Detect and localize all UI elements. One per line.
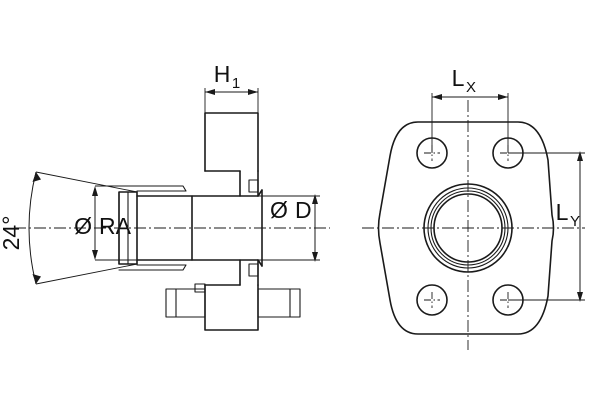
ly-arrow-bottom	[577, 292, 583, 302]
diameter-d-symbol: Ø	[270, 197, 288, 223]
length-ly-dimension: L Y	[508, 151, 585, 302]
seal-bore-circle-outer	[423, 183, 513, 273]
height-h1-subscript: 1	[232, 75, 240, 92]
bolt-left-collar	[194, 283, 206, 293]
height-h1-label: H	[214, 61, 231, 87]
flange-upper-block	[204, 112, 259, 172]
side-section-view: 24° Ø RA	[0, 61, 330, 331]
shaft-body	[136, 189, 263, 267]
bolt-hole-bottom-left-circle	[416, 284, 448, 316]
ra-arrow-bottom	[92, 250, 98, 260]
collar-upper	[118, 185, 187, 192]
flange-lower-block	[204, 284, 259, 331]
seal-bore-circle-3	[430, 190, 506, 266]
cone-24-degree-construction	[28, 171, 138, 285]
angle-arrow-top	[32, 172, 41, 182]
ly-arrow-top	[577, 151, 583, 161]
diameter-ra-label: RA	[99, 213, 132, 239]
cone-lower-flank	[35, 263, 138, 285]
collar-lower	[118, 264, 187, 271]
length-lx-subscript: X	[466, 79, 476, 96]
diameter-d-label: D	[295, 197, 312, 223]
bolt-right-side-view	[257, 288, 301, 318]
bolt-right-shank	[257, 288, 301, 318]
flange-block	[204, 112, 259, 331]
lx-arrow-left	[432, 94, 442, 100]
flange-outer-profile	[377, 121, 555, 335]
diameter-d-dimension: Ø D	[258, 194, 320, 262]
shaft-outline	[136, 195, 193, 261]
flange-lower-notch	[248, 263, 259, 277]
front-view: L X L Y	[362, 65, 585, 350]
length-lx-dimension: L X	[431, 65, 509, 153]
ra-arrow-top	[92, 186, 98, 196]
bolt-hole-bottom-left	[416, 284, 448, 316]
d-arrow-bottom	[312, 252, 318, 262]
angle-arc	[28, 171, 37, 285]
collar-ring	[118, 185, 187, 271]
angle-24-label: 24°	[0, 216, 24, 251]
diameter-ra-symbol: Ø	[74, 213, 92, 239]
height-h1-dimension: H 1	[204, 61, 259, 113]
seal-bore-circle-inner	[433, 193, 503, 263]
h1-arrow-left	[205, 89, 215, 95]
length-ly-label: L	[556, 199, 569, 225]
h1-arrow-right	[248, 89, 258, 95]
bolt-left-shank	[165, 288, 206, 318]
angle-24-label-group: 24°	[0, 216, 24, 251]
cone-seat-body	[118, 191, 138, 265]
diameter-ra-dimension: Ø RA	[74, 185, 137, 261]
bolt-left-side-view	[165, 283, 206, 318]
length-lx-label: L	[452, 65, 465, 91]
d-arrow-top	[312, 194, 318, 204]
seal-bore-circle-2	[427, 187, 509, 269]
flange-upper-notch	[248, 179, 259, 193]
length-ly-subscript: Y	[570, 213, 580, 230]
cone-upper-flank	[35, 171, 138, 193]
lx-arrow-right	[498, 94, 508, 100]
angle-arrow-bottom	[32, 274, 41, 284]
